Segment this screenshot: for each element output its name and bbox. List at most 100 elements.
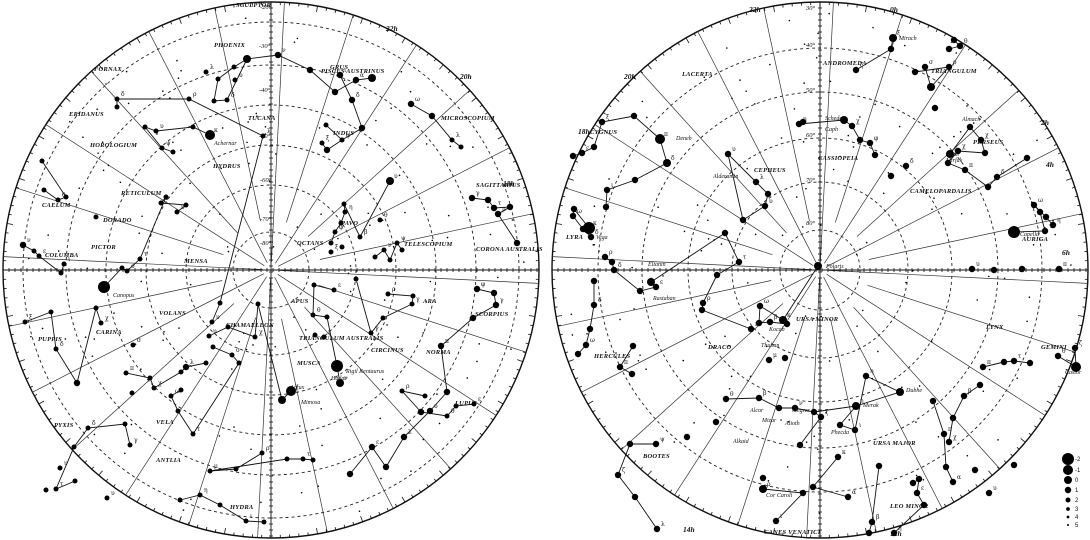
rim-tick xyxy=(29,152,33,155)
star-label-merak: Merak xyxy=(862,403,879,409)
star xyxy=(336,71,344,79)
rim-tick xyxy=(530,213,534,216)
star xyxy=(814,262,822,270)
star-designation: δ xyxy=(671,155,675,162)
rim-tick xyxy=(1016,447,1020,450)
star-designation: ρ xyxy=(266,445,270,452)
rim-tick xyxy=(77,453,81,457)
star xyxy=(513,239,521,247)
rim-tick xyxy=(1079,213,1083,216)
star xyxy=(911,68,919,76)
star xyxy=(339,137,345,143)
star xyxy=(1010,357,1018,365)
ra-spoke xyxy=(737,317,805,526)
field-star xyxy=(190,498,192,501)
constellation-label-sculptor: SCULPTOR xyxy=(236,2,272,9)
field-star xyxy=(815,56,818,59)
field-star xyxy=(321,444,323,447)
ra-spoke xyxy=(148,31,268,264)
star xyxy=(724,150,732,158)
constellation-label-octans: OCTANS xyxy=(297,240,324,247)
star-designation: ι xyxy=(344,67,347,74)
star-designation: α xyxy=(957,474,961,481)
star xyxy=(197,492,203,498)
rim-tick xyxy=(1079,324,1083,327)
star xyxy=(631,493,639,501)
field-star xyxy=(813,435,816,438)
rim-tick xyxy=(187,14,190,19)
star-label-schedar: Schedar xyxy=(825,116,845,122)
field-star xyxy=(293,316,295,318)
rim-tick xyxy=(927,25,930,29)
star xyxy=(976,381,984,389)
rim-tick xyxy=(1046,400,1053,405)
field-star xyxy=(825,411,827,414)
rim-tick xyxy=(479,432,483,436)
star xyxy=(663,159,671,167)
star-designation: γ xyxy=(500,297,504,304)
legend-magnitude: 0 xyxy=(1075,478,1079,484)
star-designation: θ xyxy=(451,408,455,415)
field-star xyxy=(82,136,84,139)
rim-tick xyxy=(874,529,877,533)
star-designation: η xyxy=(870,368,874,375)
star xyxy=(127,442,133,448)
star xyxy=(73,379,81,387)
rim-tick xyxy=(15,186,20,189)
star xyxy=(352,76,360,84)
constellation-label-pictor: PICTOR xyxy=(91,244,116,251)
constellation-figure xyxy=(41,160,67,201)
star xyxy=(377,217,383,223)
star-designation: ε xyxy=(478,396,481,403)
rim-tick xyxy=(559,333,563,336)
rim-tick xyxy=(1077,315,1084,317)
rim-tick xyxy=(583,143,587,146)
star-designation: ψ xyxy=(401,235,406,242)
field-star xyxy=(641,100,644,103)
rim-tick xyxy=(316,6,318,13)
field-star xyxy=(178,327,180,329)
star-designation: ι xyxy=(780,513,783,520)
ra-label-4h: 4h xyxy=(1045,160,1054,169)
field-star xyxy=(976,299,979,301)
rim-tick xyxy=(84,76,88,80)
rim-tick xyxy=(360,18,364,24)
rim-tick xyxy=(702,508,705,512)
field-star xyxy=(324,315,326,318)
star xyxy=(190,124,196,130)
star xyxy=(636,287,644,295)
star-label-mirfak: Mirfak xyxy=(945,157,963,164)
rim-tick xyxy=(144,33,147,37)
rim-tick xyxy=(77,83,81,87)
rim-tick xyxy=(736,14,739,19)
star xyxy=(587,233,595,241)
field-star xyxy=(959,131,962,133)
star xyxy=(506,203,514,211)
field-star xyxy=(140,368,142,371)
star-designation: θ xyxy=(317,307,321,314)
ra-label-22h: 22h xyxy=(748,5,761,14)
rim-tick xyxy=(528,223,535,225)
star xyxy=(72,478,78,484)
rim-tick xyxy=(334,527,337,531)
rim-tick xyxy=(587,400,594,405)
star xyxy=(119,265,125,271)
constellation-label-draco: DRACO xyxy=(707,344,732,351)
star xyxy=(652,440,660,448)
rim-tick xyxy=(490,417,494,421)
star xyxy=(1026,359,1034,367)
star-designation: υ xyxy=(64,460,68,467)
star xyxy=(458,144,464,150)
star-label-mimosa: Mimosa xyxy=(300,400,320,406)
rim-tick xyxy=(48,119,52,123)
rim-tick xyxy=(490,119,494,123)
field-star xyxy=(645,368,647,370)
field-star xyxy=(296,226,299,228)
field-star xyxy=(404,211,406,214)
field-star xyxy=(127,102,130,105)
star xyxy=(590,143,598,151)
rim-tick xyxy=(395,33,398,37)
field-star xyxy=(189,182,191,185)
field-star xyxy=(865,241,868,244)
star xyxy=(945,45,953,53)
